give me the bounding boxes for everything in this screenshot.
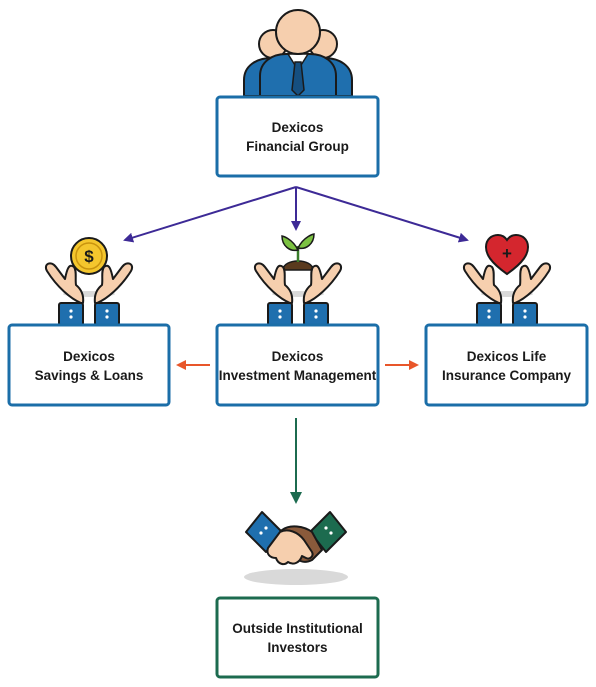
coin-in-hands-icon: $ bbox=[44, 237, 134, 326]
node-investors-line1: Outside Institutional bbox=[232, 621, 363, 636]
node-investors-line2: Investors bbox=[267, 640, 327, 655]
node-insurance-line1: Dexicos Life bbox=[467, 349, 547, 364]
node-savings bbox=[7, 323, 171, 407]
node-investment-line1: Dexicos bbox=[272, 349, 324, 364]
node-savings-line1: Dexicos bbox=[63, 349, 115, 364]
node-insurance-line2: Insurance Company bbox=[442, 368, 572, 383]
node-investment-line2: Investment Management bbox=[219, 368, 377, 383]
node-investors bbox=[215, 596, 380, 679]
heart-symbol: + bbox=[502, 244, 512, 263]
node-parent-line2: Financial Group bbox=[246, 139, 349, 154]
heart-in-hands-icon: + bbox=[462, 233, 552, 326]
node-parent-line1: Dexicos bbox=[272, 120, 324, 135]
arrow-to-insurance bbox=[295, 186, 469, 243]
node-parent bbox=[215, 95, 380, 178]
arrow-to-savings bbox=[123, 186, 297, 243]
node-insurance bbox=[424, 323, 589, 407]
handshake-icon bbox=[244, 511, 348, 585]
coin-symbol: $ bbox=[84, 247, 94, 266]
node-investment bbox=[215, 323, 380, 407]
business-group-icon bbox=[243, 9, 353, 98]
plant-in-hands-icon bbox=[253, 233, 343, 326]
node-savings-line2: Savings & Loans bbox=[35, 368, 144, 383]
